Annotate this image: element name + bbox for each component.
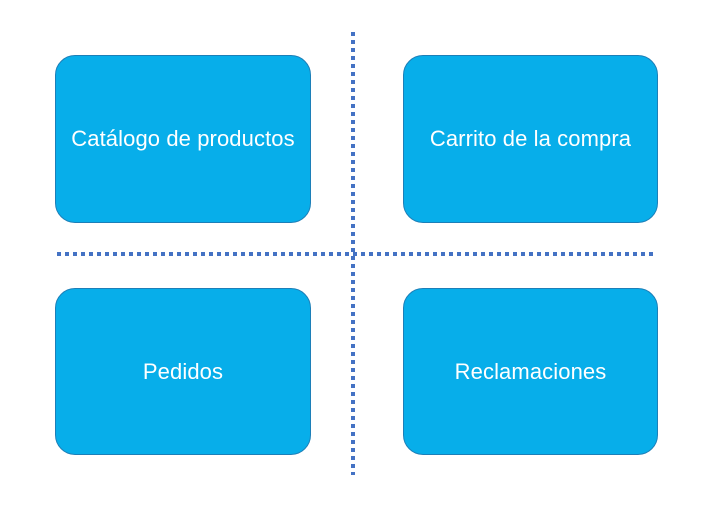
quadrant-label: Carrito de la compra: [429, 126, 632, 152]
quadrant-label: Catálogo de productos: [71, 126, 295, 152]
quadrant-box-pedidos[interactable]: Pedidos: [55, 288, 311, 455]
quadrant-label: Reclamaciones: [454, 358, 607, 384]
quadrant-box-reclamaciones[interactable]: Reclamaciones: [403, 288, 658, 455]
quadrant-label: Pedidos: [142, 358, 224, 384]
quadrant-box-carrito-de-la-compra[interactable]: Carrito de la compra: [403, 55, 658, 223]
horizontal-dotted-divider: [57, 252, 657, 256]
quadrant-box-catalogo-de-productos[interactable]: Catálogo de productos: [55, 55, 311, 223]
